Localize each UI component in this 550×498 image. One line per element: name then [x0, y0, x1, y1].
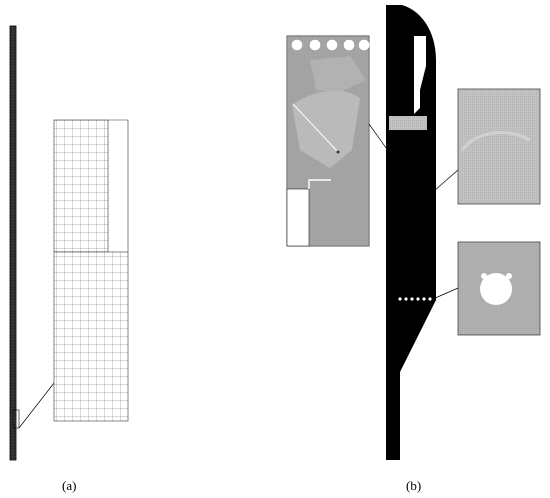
caption-a: (a)	[62, 478, 77, 493]
leader-line-upper-right	[433, 169, 459, 192]
model-cavity	[414, 36, 426, 114]
leader-line-lower-right	[432, 287, 459, 300]
panel-b	[286, 5, 541, 460]
model-strip	[9, 25, 17, 461]
zoom-mesh-upper	[53, 119, 109, 253]
leader-line-left	[368, 123, 390, 153]
circle-row	[291, 39, 370, 51]
zoom-box-upper-right	[457, 88, 541, 205]
zoom-outline-a	[108, 119, 129, 252]
model-body	[386, 5, 436, 460]
leader-line-a	[18, 382, 55, 429]
zoom-box-left	[286, 35, 370, 247]
hole	[480, 273, 512, 305]
hole-row	[398, 297, 432, 301]
zoom-box-lower-right	[457, 241, 541, 336]
zoom-mesh-lower	[53, 251, 129, 422]
caption-b: (b)	[406, 478, 422, 493]
mesh-band	[389, 116, 427, 130]
zoom-marker-a	[12, 409, 20, 429]
panel-a	[9, 25, 129, 461]
